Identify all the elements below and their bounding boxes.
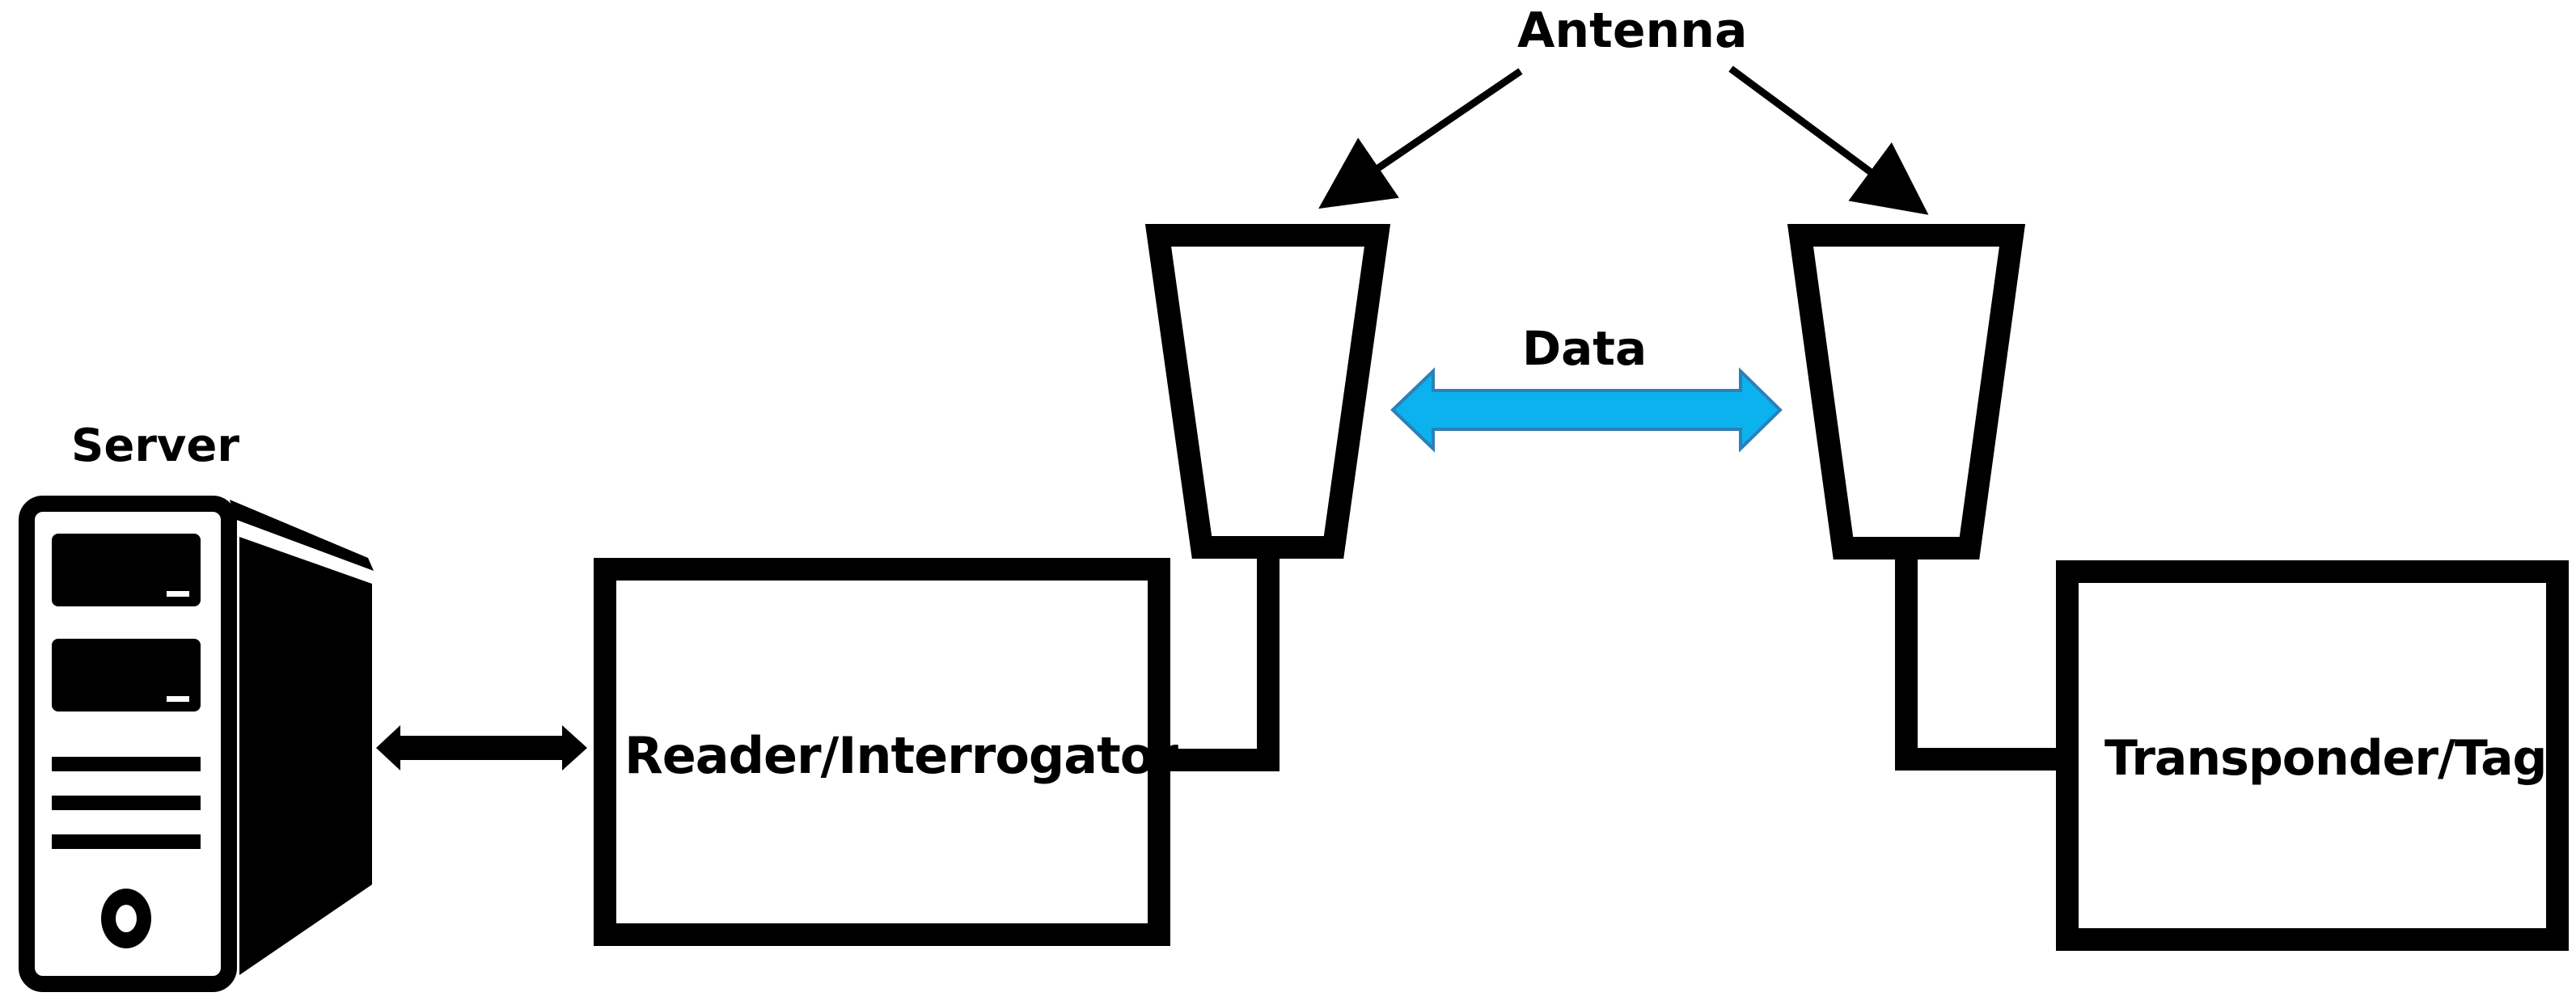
server-side-panel bbox=[239, 537, 372, 975]
server-reader-arrow bbox=[376, 725, 587, 771]
reader-antenna bbox=[1144, 224, 1391, 559]
antenna-pointer-left bbox=[1318, 68, 1523, 209]
vent-line-1 bbox=[52, 757, 201, 771]
horn-antenna-icon bbox=[1787, 224, 2026, 560]
server-tower-icon bbox=[19, 496, 374, 992]
reader-antenna-feed bbox=[1159, 547, 1280, 771]
drive-bay-2 bbox=[52, 639, 201, 712]
reader-label: Reader/Interrogator bbox=[624, 726, 1178, 785]
antenna-label: Antenna bbox=[1517, 2, 1748, 59]
data-label: Data bbox=[1522, 321, 1648, 376]
drive-bay-2-led bbox=[167, 696, 189, 702]
server-top-bevel bbox=[230, 500, 374, 571]
drive-bay-1-led bbox=[167, 591, 189, 597]
vent-line-2 bbox=[52, 796, 201, 810]
power-button-center bbox=[116, 905, 137, 932]
tag-antenna bbox=[1787, 224, 2026, 560]
antenna-pointer-right bbox=[1728, 65, 1929, 215]
tag-box bbox=[2056, 560, 2569, 951]
server-front bbox=[19, 496, 237, 992]
horn-antenna-icon bbox=[1144, 224, 1391, 559]
tag-antenna-feed bbox=[1895, 548, 2058, 771]
vent-line-3 bbox=[52, 834, 201, 849]
server-label: Server bbox=[71, 420, 240, 472]
tag-label: Transponder/Tag bbox=[2104, 730, 2548, 787]
data-arrow bbox=[1390, 367, 1783, 453]
drive-bay-1 bbox=[52, 534, 201, 606]
